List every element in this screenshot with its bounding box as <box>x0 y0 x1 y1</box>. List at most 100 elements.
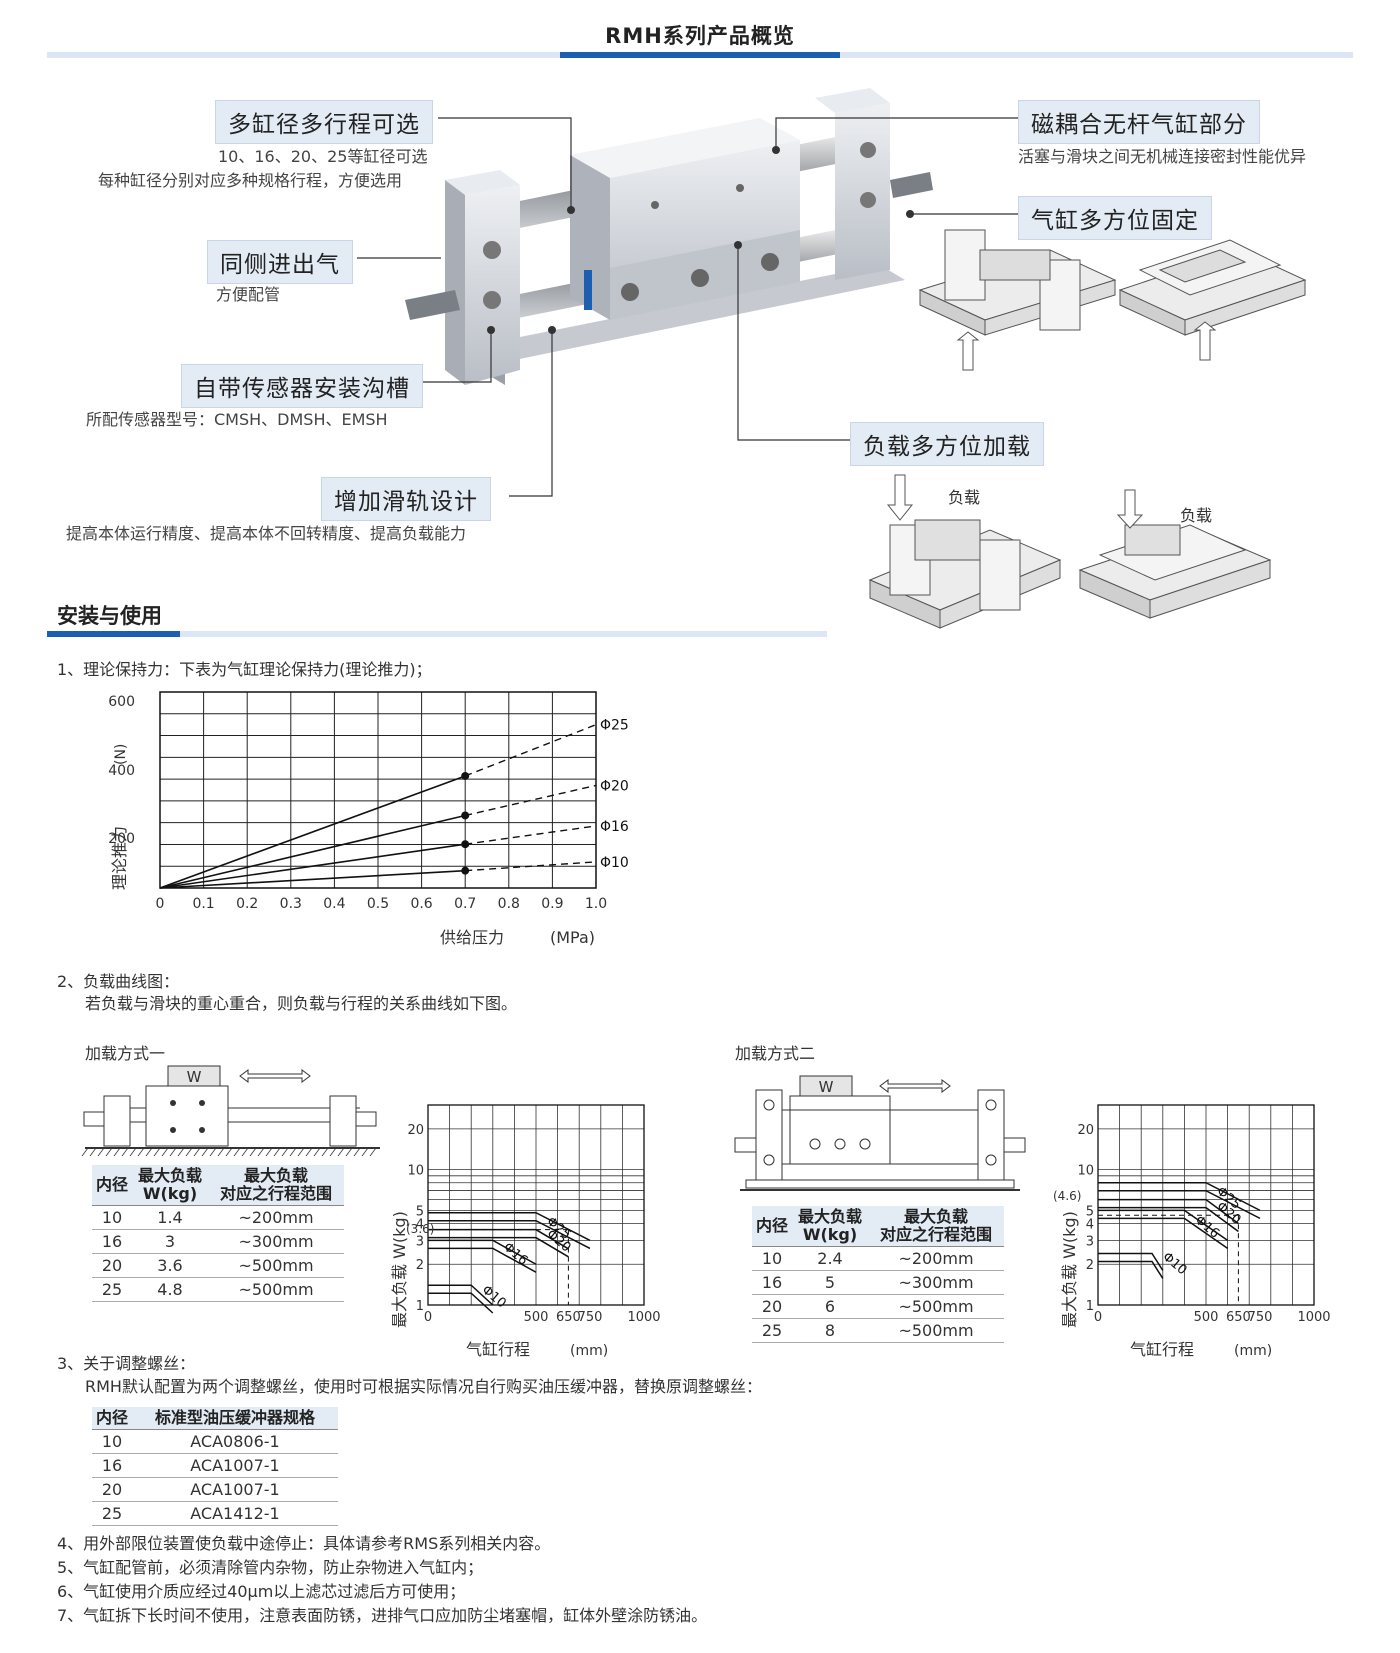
x-tick: 0 <box>424 1310 432 1325</box>
x-tick: 0.4 <box>323 896 345 912</box>
x-tick: 0.5 <box>367 896 389 912</box>
cell: ACA0806-1 <box>132 1429 338 1454</box>
plot-frame <box>159 691 597 889</box>
ground-hatch <box>273 1147 281 1156</box>
method-1-label: 加载方式一 <box>85 1044 166 1063</box>
x-tick: 750 <box>578 1310 603 1325</box>
y-axis-label: 理论推力 <box>110 826 129 890</box>
feature-sensor-groove-sub: 所配传感器型号：CMSH、DMSH、EMSH <box>86 410 388 429</box>
cell: 10 <box>92 1429 132 1454</box>
cell: 16 <box>752 1270 792 1295</box>
series-line <box>428 1239 537 1265</box>
series-line <box>428 1212 591 1242</box>
ground-hatch <box>329 1147 337 1156</box>
ground-hatch <box>353 1147 361 1156</box>
method-2-label: 加载方式二 <box>735 1044 816 1063</box>
w-label: W <box>819 1078 834 1096</box>
page-title: RMH系列产品概览 <box>605 24 795 48</box>
series-label: Φ10 <box>479 1283 509 1312</box>
series-line <box>1098 1217 1229 1250</box>
feature-magnetic-coupling: 磁耦合无杆气缸部分 <box>1018 100 1260 144</box>
y-tick: 10 <box>1077 1164 1094 1179</box>
cell: 1.4 <box>132 1205 208 1230</box>
y-tick: 10 <box>407 1164 424 1179</box>
ground-hatch <box>265 1147 273 1156</box>
x-tick: 500 <box>524 1310 549 1325</box>
cell: 3.6 <box>132 1253 208 1278</box>
x-tick: 0.8 <box>498 896 520 912</box>
load-label: 负载 <box>948 488 981 507</box>
ground-hatch <box>145 1147 153 1156</box>
y-tick: 3 <box>1086 1234 1094 1249</box>
col-header: 内径 <box>752 1206 792 1247</box>
ground-hatch <box>289 1147 297 1156</box>
y-tick: 2 <box>1086 1258 1094 1273</box>
series-line <box>428 1220 591 1250</box>
cell: 3 <box>132 1229 208 1254</box>
ground-hatch <box>193 1147 201 1156</box>
y-tick: 400 <box>108 763 135 779</box>
x-axis-unit: (MPa) <box>550 928 595 947</box>
series-line-dashed <box>465 784 597 817</box>
ground-hatch <box>305 1147 313 1156</box>
cell: 5 <box>792 1270 868 1295</box>
ground-hatch <box>169 1147 177 1156</box>
cell: 25 <box>752 1318 792 1343</box>
ground-hatch <box>121 1147 129 1156</box>
x-tick: 0.6 <box>410 896 432 912</box>
y-axis-unit: (N) <box>113 744 129 765</box>
x-tick: 0.7 <box>454 896 476 912</box>
ground-hatch <box>177 1147 185 1156</box>
x-tick: 0 <box>156 896 165 912</box>
cell: 20 <box>92 1477 132 1502</box>
cell: ~200mm <box>208 1205 344 1230</box>
x-tick: 0 <box>1094 1310 1102 1325</box>
cell: 25 <box>92 1277 132 1302</box>
series-line <box>1098 1181 1261 1212</box>
series-line-dashed <box>465 861 597 872</box>
y-tick: 20 <box>1077 1123 1094 1138</box>
ground-hatch <box>257 1147 265 1156</box>
ground-hatch <box>137 1147 145 1156</box>
plot-frame <box>427 1104 645 1306</box>
cell: ~300mm <box>868 1270 1004 1295</box>
x-axis-unit: (mm) <box>570 1343 608 1359</box>
series-line <box>428 1247 537 1273</box>
data-point <box>461 771 470 780</box>
cell: ~200mm <box>868 1246 1004 1271</box>
col-header: 内径 <box>92 1407 132 1430</box>
series-line <box>1098 1260 1164 1279</box>
x-tick: 1000 <box>627 1310 660 1325</box>
col-header: 最大负载 对应之行程范围 <box>208 1165 344 1206</box>
feature-sensor-groove: 自带传感器安装沟槽 <box>181 364 423 408</box>
y-tick: 2 <box>416 1258 424 1273</box>
series-label: Φ16 <box>600 819 629 835</box>
ground-hatch <box>241 1147 249 1156</box>
x-axis-label: 气缸行程 <box>466 1340 530 1359</box>
cell: ~500mm <box>208 1277 344 1302</box>
title-accent <box>560 52 840 58</box>
cell: 16 <box>92 1453 132 1478</box>
data-point <box>461 811 470 820</box>
plot-frame <box>1097 1104 1315 1306</box>
product-illustration <box>405 88 933 385</box>
series-line-solid <box>159 869 466 889</box>
method-1-schematic: W <box>81 1065 380 1156</box>
x-axis-label: 供给压力 <box>440 928 504 947</box>
mounting-illustration <box>918 229 1307 371</box>
series-line-solid <box>159 775 466 889</box>
x-tick: 0.9 <box>541 896 563 912</box>
ground-hatch <box>161 1147 169 1156</box>
item-2: 2、负载曲线图： <box>57 972 180 991</box>
ground-hatch <box>249 1147 257 1156</box>
section-title: 安装与使用 <box>57 604 162 628</box>
series-line <box>428 1236 569 1258</box>
